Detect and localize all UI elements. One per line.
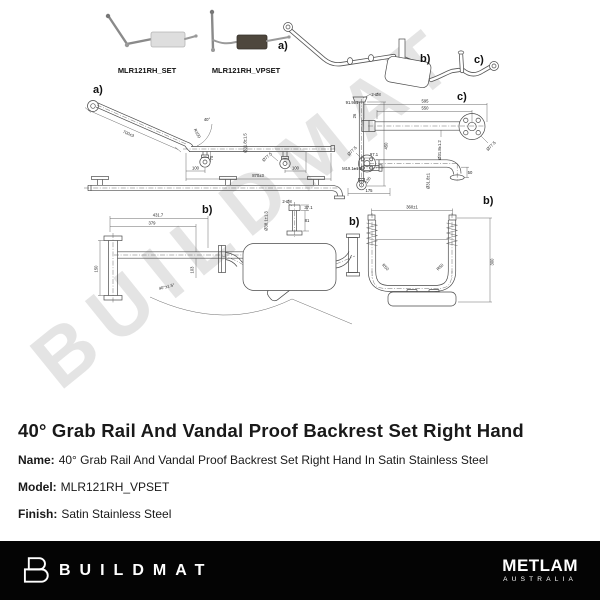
dim-label: 175	[366, 188, 374, 193]
name-label: Name:	[18, 453, 55, 467]
iso-assembly-drawing	[283, 22, 499, 89]
dim-label: 40°±1.5°	[158, 282, 175, 291]
plan-flange-3	[307, 176, 325, 186]
dim-label: Ø31.8±1.2	[437, 140, 442, 160]
product-details: 40° Grab Rail And Vandal Proof Backrest …	[0, 408, 600, 534]
dim-label: 100	[192, 166, 200, 171]
view-c-label: c)	[457, 91, 467, 103]
product-photo-vpset	[209, 9, 291, 52]
model-label: Model:	[18, 480, 57, 494]
dim-label: 2-Ø8	[282, 199, 292, 204]
dim-label: R100	[193, 128, 202, 140]
footer-bar: BUILDMAT METLAM AUSTRALIA	[0, 541, 600, 600]
technical-drawing: BUILDMAT MLR121RH_SET MLR121RH_VPSET	[15, 6, 499, 405]
dim-label: 595	[422, 99, 430, 104]
dim-label: 81	[305, 218, 310, 223]
page-title: 40° Grab Rail And Vandal Proof Backrest …	[18, 420, 524, 441]
metlam-subtitle: AUSTRALIA	[503, 576, 578, 584]
view-a-mount-left	[199, 151, 211, 168]
dim-label: 103	[190, 266, 195, 274]
dim-label: 40°	[204, 117, 211, 122]
photo-label-set: MLR121RH_SET	[118, 66, 177, 75]
metlam-logo: METLAM AUSTRALIA	[502, 557, 578, 584]
dim-label: Ø77.5	[485, 140, 497, 152]
iso-label-a: a)	[278, 40, 288, 52]
dim-label: Ø38.1±1.3	[264, 211, 269, 231]
dim-label: R50	[435, 262, 444, 271]
dim-label: 450	[384, 142, 389, 150]
finish-label: Finish:	[18, 507, 58, 521]
dim-label: Ø31.8±1	[426, 172, 431, 189]
buildmat-wordmark: BUILDMAT	[59, 561, 214, 579]
dim-label: 870±3	[252, 173, 264, 178]
dim-label: 700±3	[122, 129, 135, 138]
dim-label: 379	[149, 221, 157, 226]
view-a-front	[84, 100, 336, 181]
view-a-label: a)	[93, 84, 103, 96]
dim-label: 26	[352, 113, 357, 118]
iso-label-c: c)	[474, 54, 484, 66]
view-c-bottom	[355, 152, 469, 182]
product-photo-set	[105, 13, 198, 48]
iso-label-b: b)	[420, 53, 431, 65]
dim-label: Ø77.5	[261, 151, 273, 163]
dim-label: M19.1±1.2	[342, 166, 362, 171]
metlam-wordmark: METLAM	[502, 556, 578, 576]
view-a-plan	[84, 176, 345, 200]
dim-label: 37.1	[304, 205, 313, 210]
plan-flange-1	[91, 176, 109, 186]
dim-label: 150	[94, 265, 99, 273]
view-c-top	[361, 103, 489, 144]
finish-value: Satin Stainless Steel	[61, 507, 172, 521]
dim-label: R50	[381, 262, 390, 271]
dim-label: 2-Ø8	[371, 92, 381, 97]
view-a-side	[347, 93, 391, 196]
dim-label: 300	[490, 258, 495, 266]
dim-label: 550	[422, 106, 430, 111]
buildmat-icon	[23, 557, 49, 583]
dim-label: 135	[364, 175, 372, 184]
dim-label: 431.7	[153, 213, 164, 218]
view-b-side-label: b)	[202, 204, 213, 216]
plan-flange-2	[219, 176, 237, 186]
flange-detail	[286, 202, 309, 237]
buildmat-logo: BUILDMAT	[22, 556, 213, 585]
view-b-frame-label: b)	[483, 195, 494, 207]
detail-row-finish: Finish:Satin Stainless Steel	[18, 507, 582, 521]
view-b-front	[218, 233, 360, 291]
dim-label: 100	[292, 166, 300, 171]
detail-row-model: Model:MLR121RH_VPSET	[18, 480, 582, 494]
photo-label-vpset: MLR121RH_VPSET	[212, 66, 281, 75]
detail-row-name: Name:40° Grab Rail And Vandal Proof Back…	[18, 453, 582, 467]
dim-label: 75	[209, 155, 214, 160]
dim-label: Ø31.8±1.5	[243, 133, 248, 153]
view-b-frame	[366, 208, 492, 307]
name-value: 40° Grab Rail And Vandal Proof Backrest …	[58, 453, 489, 467]
dim-label: 360±1	[406, 205, 418, 210]
model-value: MLR121RH_VPSET	[60, 480, 170, 494]
view-b-front-label: b)	[349, 216, 360, 228]
dim-label: 97.1	[370, 152, 379, 157]
dim-label: 50	[468, 170, 473, 175]
view-a-mount-right	[279, 151, 291, 170]
dim-label: 91.9±1	[346, 100, 359, 105]
